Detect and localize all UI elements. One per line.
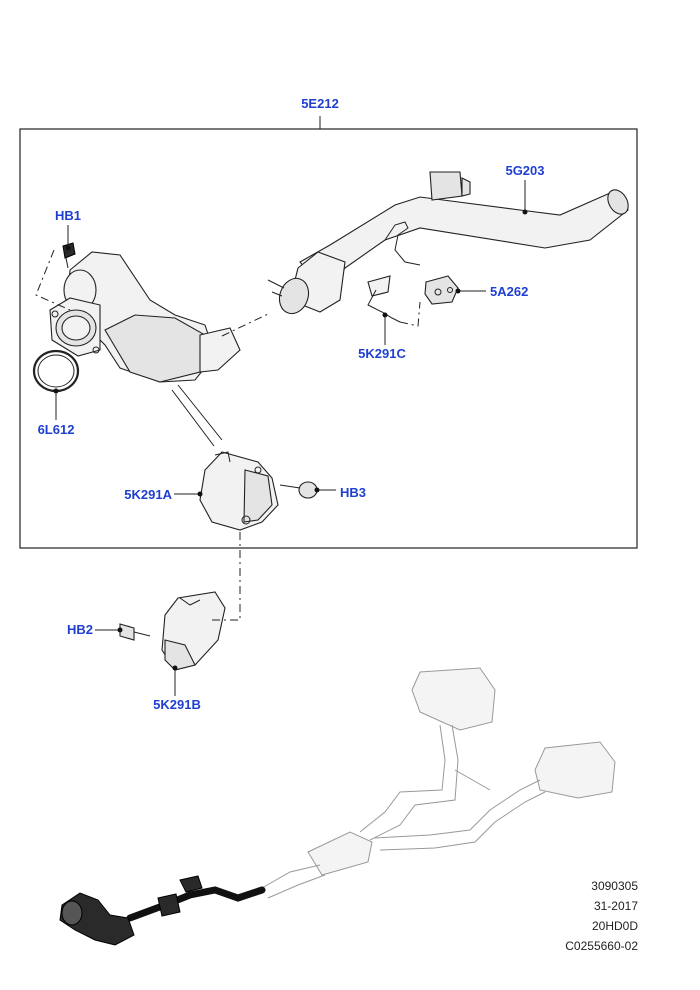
bolt-hb2	[119, 623, 151, 641]
callout-heat-shield-a: 5K291A	[124, 487, 172, 502]
exhaust-pipe	[267, 171, 629, 315]
hb2-dot	[117, 627, 123, 633]
pipe-alignment-line	[221, 313, 269, 337]
bolt-hb3	[279, 481, 318, 499]
reference-line-2: 31-2017	[593, 899, 638, 913]
heat-shield-5k291b	[161, 591, 226, 671]
reference-block: 3090305 31-2017 20HD0D C0255660-02	[565, 876, 638, 956]
reference-line-4: C0255660-02	[565, 939, 638, 953]
exhaust-system-overview	[261, 667, 616, 899]
callout-assembly: 5E212	[301, 96, 339, 111]
k291a-dot	[197, 491, 203, 497]
front-pipe-overview	[59, 875, 266, 946]
converter-to-shield-line-2	[171, 389, 215, 447]
callout-pipe: 5G203	[505, 163, 544, 178]
pipe-dot	[522, 209, 528, 215]
callout-gasket: 6L612	[38, 422, 75, 437]
heat-shield-5k291a	[199, 451, 279, 531]
reference-line-1: 3090305	[591, 879, 638, 893]
gasket-6l612	[32, 349, 80, 393]
shield-alignment-line	[208, 532, 241, 621]
heat-shield-5k291c	[367, 275, 401, 323]
callout-bracket-a262: 5A262	[490, 284, 528, 299]
converter-to-shield-line-1	[177, 384, 223, 441]
assembly-frame	[19, 128, 638, 549]
hb3-dot	[314, 487, 320, 493]
a262-dot	[455, 288, 461, 294]
callout-hb3: HB3	[340, 485, 366, 500]
callout-heat-shield-b: 5K291B	[153, 697, 201, 712]
catalytic-converter	[49, 251, 241, 383]
bracket-5a262	[424, 275, 459, 305]
k291b-dot	[172, 665, 178, 671]
bracket-alignment-line	[399, 301, 421, 327]
callout-hb2: HB2	[67, 622, 93, 637]
hb1-alignment-line	[35, 249, 71, 311]
reference-line-3: 20HD0D	[591, 919, 638, 933]
hb1-dot	[65, 245, 71, 251]
callout-heat-shield-c: 5K291C	[358, 346, 406, 361]
k291c-dot	[382, 312, 388, 318]
gasket-dot	[53, 388, 59, 394]
callout-hb1: HB1	[55, 208, 81, 223]
